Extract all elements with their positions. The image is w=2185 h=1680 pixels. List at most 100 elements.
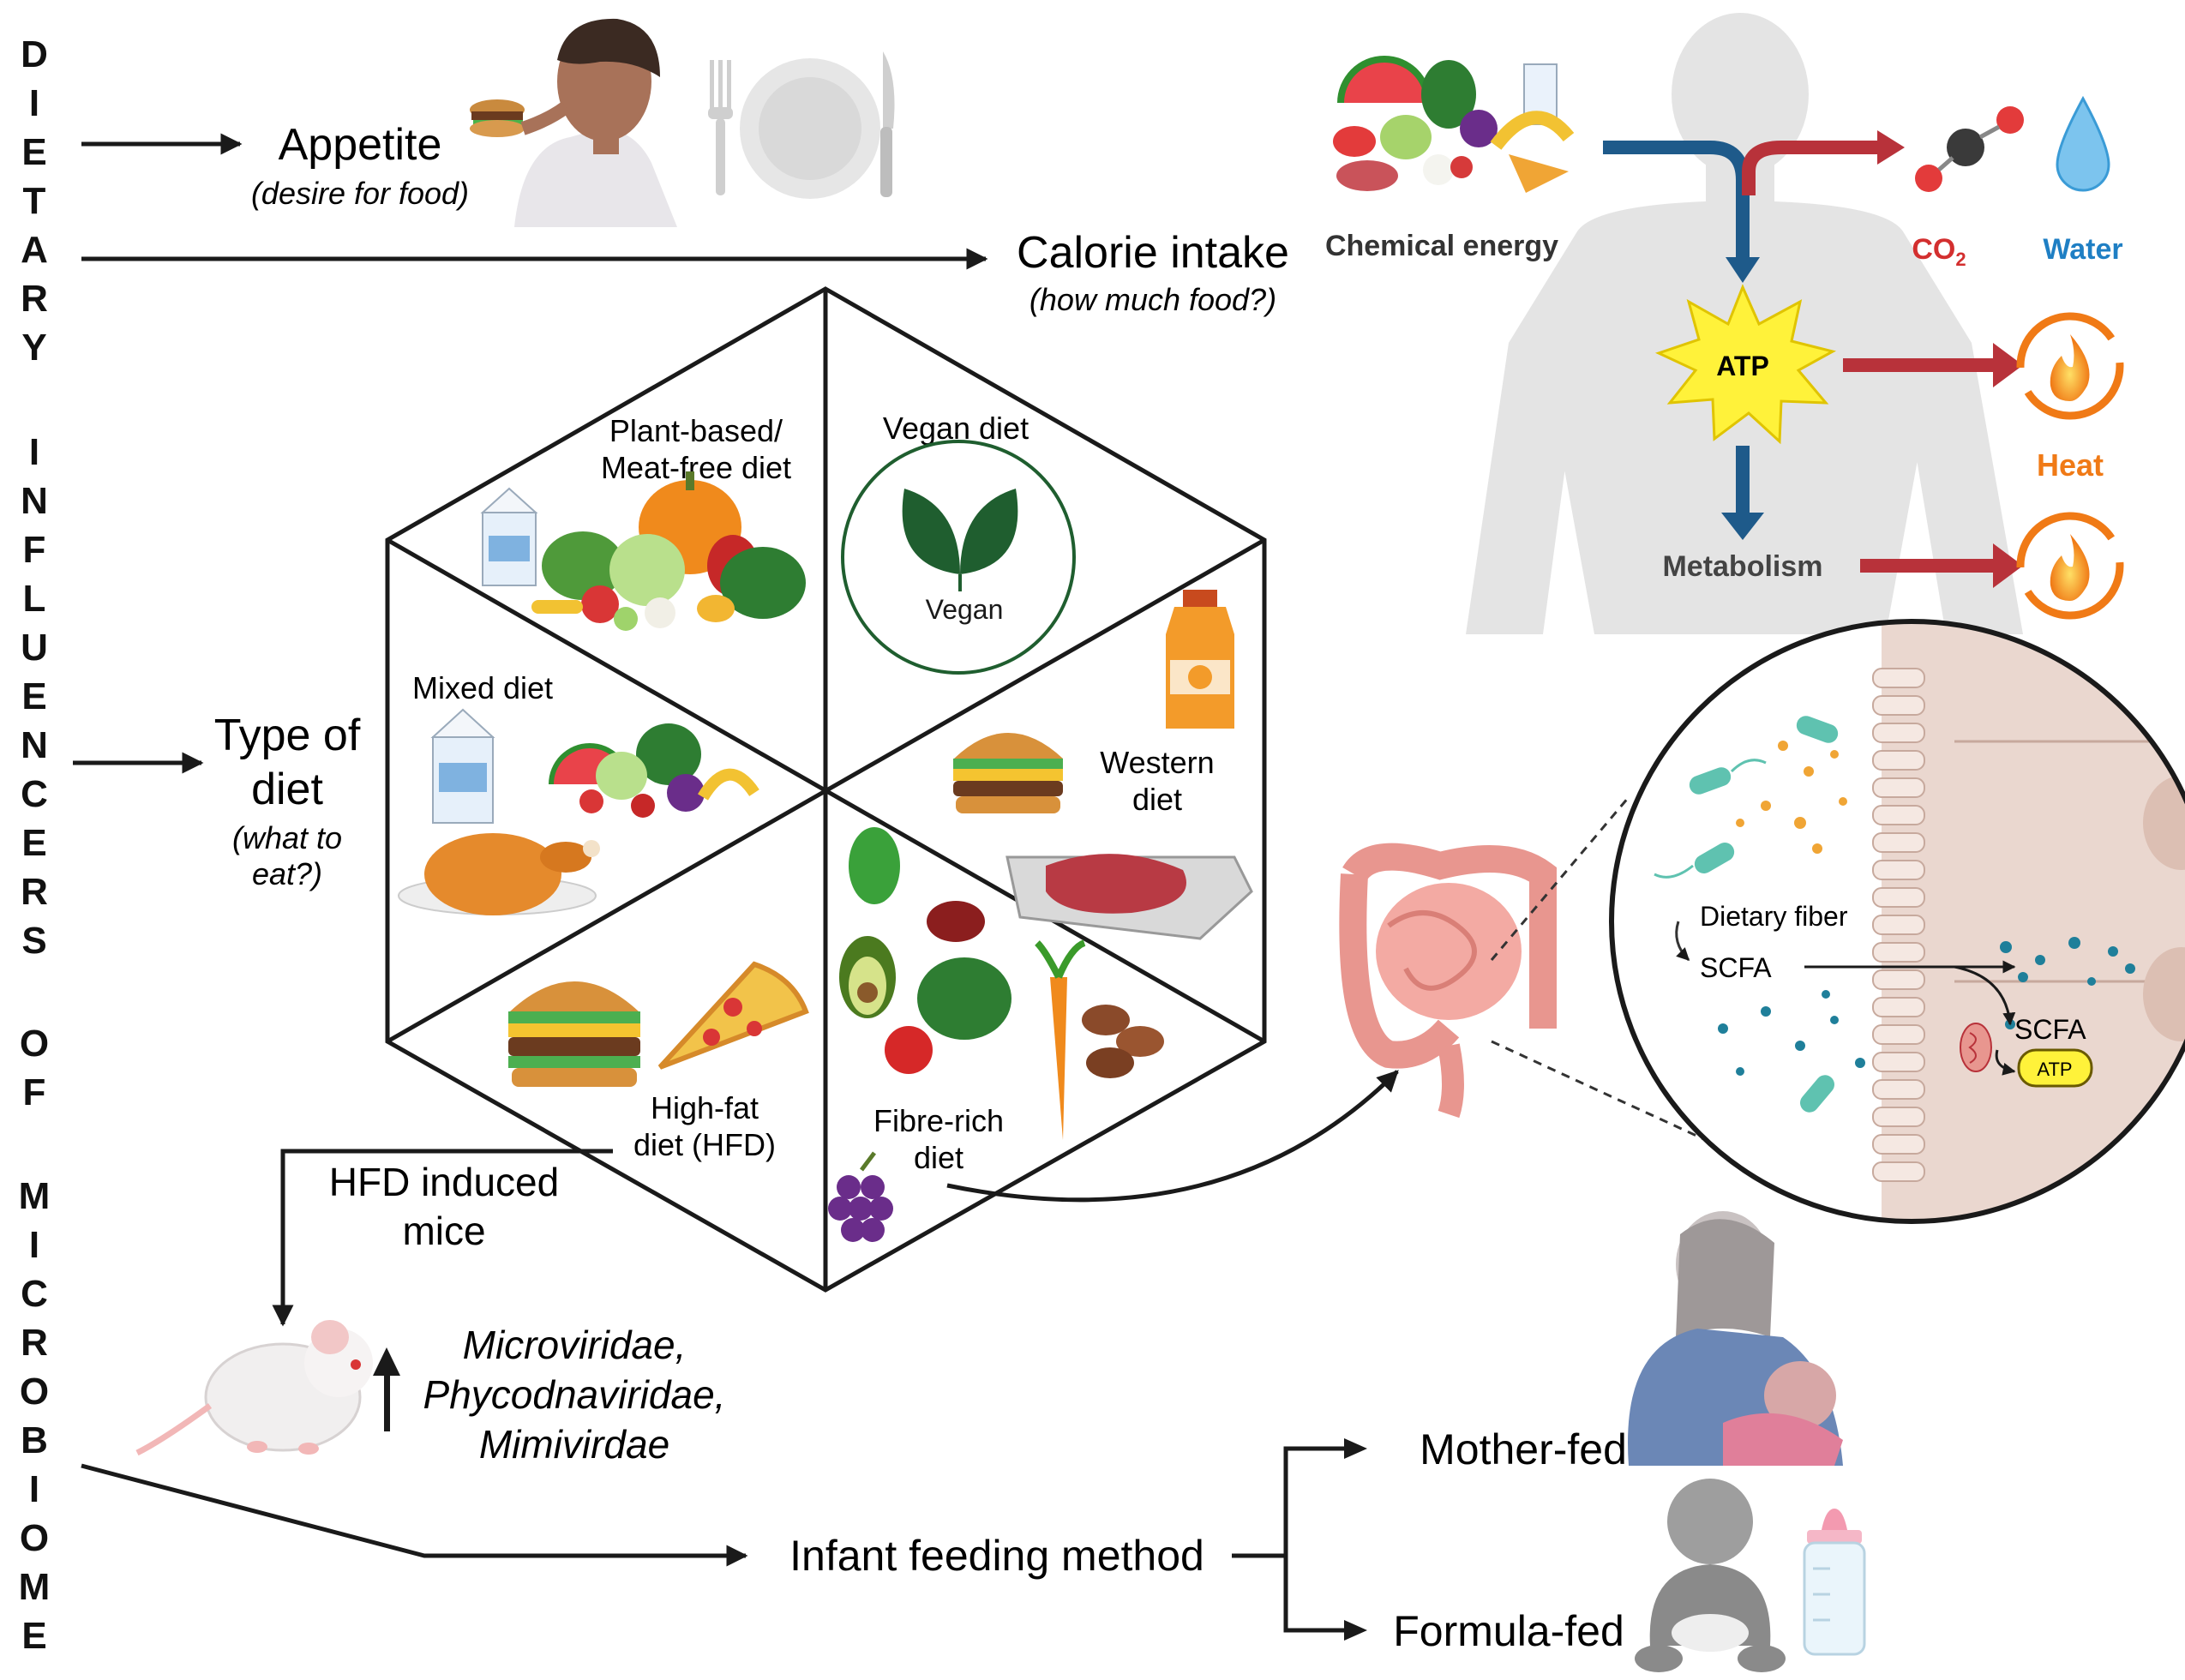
bacteria-icon <box>1654 716 1839 1113</box>
fibre-foods-icon <box>839 827 1164 1140</box>
formula-fed-label: Formula-fed <box>1393 1607 1624 1655</box>
side-letter: C <box>21 773 48 815</box>
co2-molecule-icon <box>1915 106 2024 192</box>
milk-carton-icon <box>430 708 495 824</box>
side-letter: C <box>21 1273 48 1315</box>
metabolism-heat-arrow <box>1860 543 2023 588</box>
scfa-cell-label: SCFA <box>2014 1014 2086 1045</box>
energy-split-arrows <box>1603 130 1905 283</box>
virus-line3: Mimivirdae <box>479 1422 669 1467</box>
side-letter: F <box>23 1071 46 1113</box>
juice-bottle-icon <box>1166 590 1234 729</box>
mother-breastfeeding-icon <box>1628 1211 1843 1466</box>
steak-tray-icon <box>1005 854 1253 940</box>
almond-icon <box>1086 1047 1134 1078</box>
milk-carton-icon <box>480 487 538 586</box>
side-letter: R <box>21 871 48 913</box>
infant-method-label: Infant feeding method <box>789 1532 1204 1580</box>
vegan-badge: Vegan <box>841 440 1076 675</box>
side-letter: E <box>21 675 46 717</box>
dietary-fiber-label: Dietary fiber <box>1700 901 1848 932</box>
burger-icon <box>508 981 640 1087</box>
atp-metabolism-arrow <box>1721 446 1764 540</box>
calorie-label: Calorie intake <box>1017 228 1289 278</box>
gut-zoom-circle: ATP Dietary fiber SCFA SCFA <box>1609 619 2185 1224</box>
hfd-mice-line2: mice <box>402 1209 485 1253</box>
svg-text:ATP: ATP <box>2037 1059 2072 1080</box>
side-letter: N <box>21 724 48 766</box>
knife-icon <box>880 51 895 197</box>
side-letter: I <box>29 1468 39 1510</box>
western-diet-line1: Western <box>1100 745 1214 780</box>
side-letter: L <box>23 578 46 620</box>
fibre-diet-line1: Fibre-rich <box>873 1103 1004 1138</box>
gut-atp-badge: ATP <box>2017 1048 2093 1088</box>
mitochondria-icon <box>1960 1023 1992 1072</box>
metabolism-label: Metabolism <box>1662 550 1822 583</box>
baby-bottle-icon <box>1803 1509 1866 1656</box>
pizza-slice-icon <box>657 961 809 1070</box>
leaf-icon <box>960 489 1018 574</box>
leaf-icon <box>902 489 960 574</box>
diet-type-sub2: eat?) <box>252 856 322 891</box>
heat-label: Heat <box>2037 447 2104 483</box>
arrow-hfd-to-mice <box>272 1149 613 1327</box>
diet-type-sub1: (what to <box>232 820 342 855</box>
virus-line2: Phycodnaviridae, <box>423 1372 726 1417</box>
side-letter: E <box>21 822 46 864</box>
arrow-to-infant-feeding <box>81 1463 748 1567</box>
side-letter: R <box>21 278 48 320</box>
mother-fed-label: Mother-fed <box>1420 1425 1627 1473</box>
baby-icon <box>1635 1479 1786 1672</box>
vegan-badge-label: Vegan <box>926 594 1004 625</box>
side-title: D I E T A R Y I N F L U E N C E R S O F … <box>19 33 51 1657</box>
side-letter: A <box>21 229 48 271</box>
diet-type-line1: Type of <box>214 711 361 760</box>
calorie-sub: (how much food?) <box>1029 282 1276 317</box>
hfd-diet-line1: High-fat <box>651 1090 759 1125</box>
side-letter: I <box>29 1224 39 1266</box>
side-letter: E <box>21 131 46 173</box>
side-letter: S <box>21 920 46 962</box>
diet-type-line2: diet <box>251 765 323 814</box>
side-letter: D <box>21 33 48 75</box>
hfd-mice-line1: HFD induced <box>329 1160 559 1204</box>
side-letter: N <box>21 480 48 522</box>
fiber-particles <box>1736 741 1847 854</box>
side-letter: I <box>29 82 39 124</box>
bean-icon <box>927 901 985 942</box>
appetite-label: Appetite <box>279 120 442 170</box>
fibre-diet-line2: diet <box>914 1140 963 1175</box>
mouse-icon <box>135 1320 373 1456</box>
flame-icon <box>2016 512 2124 620</box>
carrot-icon <box>1050 977 1067 1140</box>
food-pile-icon <box>549 723 759 818</box>
side-letter: T <box>23 180 46 222</box>
side-letter: B <box>21 1419 48 1461</box>
co2-label: CO2 <box>1912 233 1966 270</box>
almond-icon <box>1082 1005 1130 1035</box>
atp-star-icon <box>1654 284 1837 445</box>
side-letter: O <box>20 1023 49 1065</box>
grape-icon <box>828 1151 893 1242</box>
appetite-sub: (desire for food) <box>251 176 469 211</box>
plant-diet-line1: Plant-based/ <box>609 413 783 448</box>
flame-icon <box>2016 312 2124 420</box>
intestine-icon <box>1339 843 1557 1119</box>
side-letter: O <box>20 1371 49 1413</box>
side-letter: E <box>21 1615 46 1657</box>
mixed-diet-label: Mixed diet <box>412 670 553 705</box>
water-drop-icon <box>2056 95 2110 192</box>
plate-icon <box>740 58 880 199</box>
side-letter: U <box>21 627 48 669</box>
vegetable-pile-icon <box>531 471 806 631</box>
almond-icon <box>1116 1026 1164 1057</box>
person-eating-burger-icon <box>470 18 677 227</box>
atp-label: ATP <box>1716 351 1769 381</box>
burger-icon <box>953 733 1063 813</box>
side-letter: R <box>21 1322 48 1364</box>
roast-chicken-icon <box>398 833 600 915</box>
chemical-energy-label: Chemical energy <box>1325 230 1558 262</box>
virus-line1: Microviridae, <box>463 1323 687 1367</box>
